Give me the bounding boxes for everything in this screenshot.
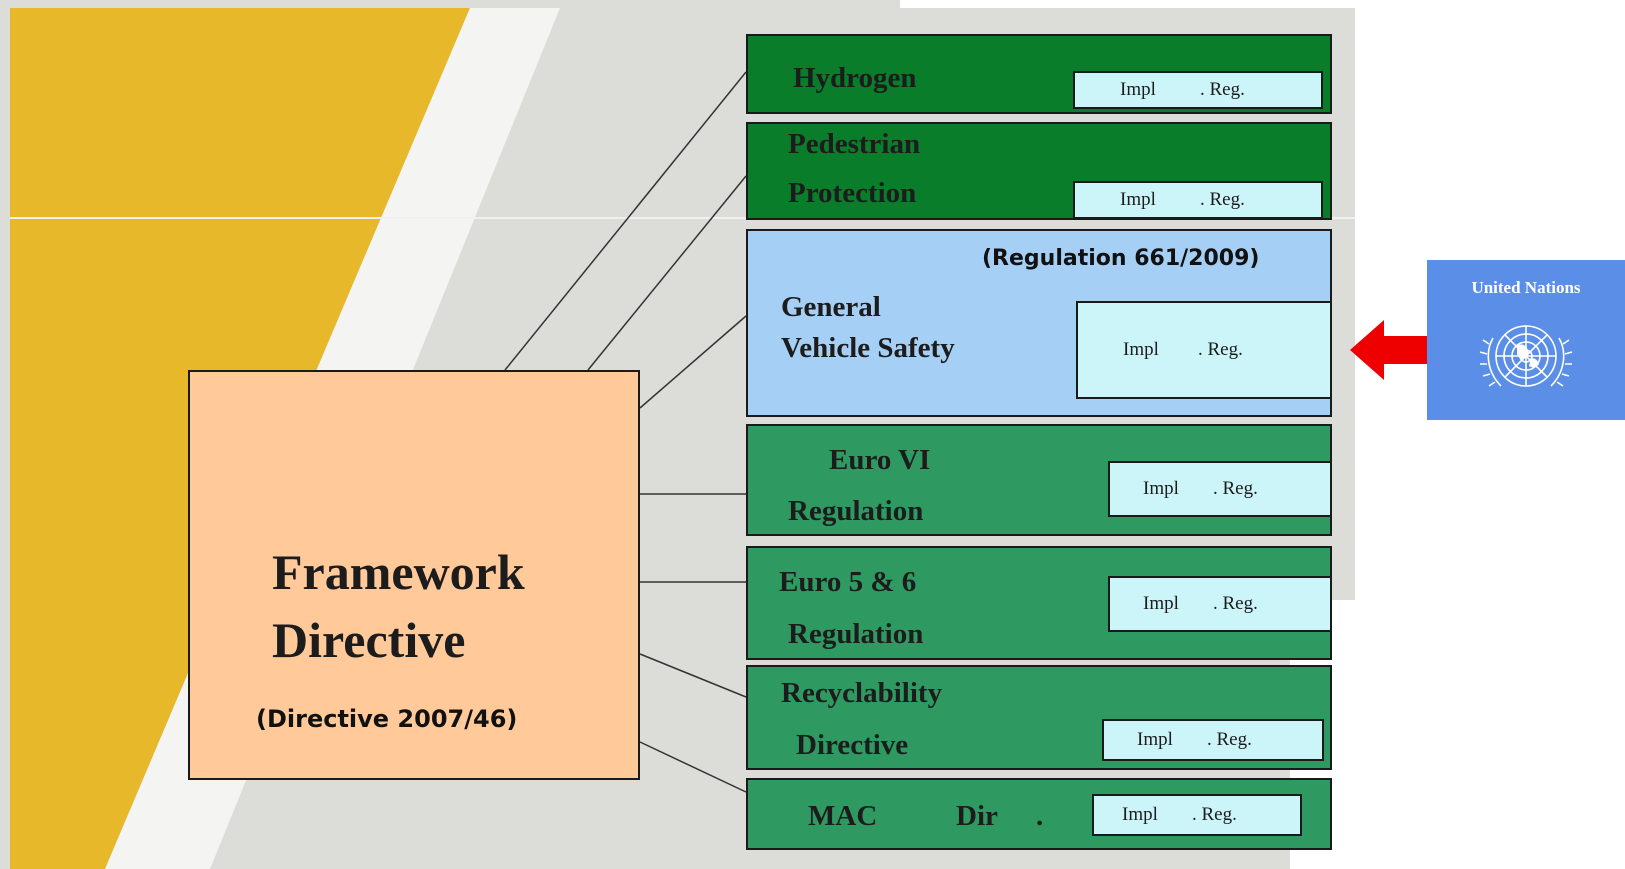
euro-5-6-line1: Euro 5 & 6 bbox=[779, 566, 917, 598]
reg-text: . Reg. bbox=[1207, 729, 1252, 750]
un-emblem-icon bbox=[1479, 325, 1573, 387]
connector-pedestrian bbox=[587, 175, 747, 371]
general-line2: Vehicle Safety bbox=[781, 332, 955, 364]
hydrogen-box: Hydrogen Impl . Reg. bbox=[746, 34, 1332, 114]
hydrogen-impl-reg: Impl . Reg. bbox=[1073, 71, 1323, 109]
recyclability-line1: Recyclability bbox=[781, 677, 943, 709]
pedestrian-impl-reg: Impl . Reg. bbox=[1073, 181, 1323, 219]
reg-text: . Reg. bbox=[1198, 339, 1243, 360]
reg-text: . Reg. bbox=[1200, 189, 1245, 210]
reg-text: . Reg. bbox=[1192, 804, 1237, 825]
impl-text: Impl bbox=[1120, 79, 1156, 100]
regulation-note: (Regulation 661/2009) bbox=[982, 246, 1260, 271]
connector-mac bbox=[639, 741, 747, 793]
connector-hydrogen bbox=[504, 71, 747, 371]
general-line1: General bbox=[781, 291, 881, 323]
reg-text: . Reg. bbox=[1200, 79, 1245, 100]
impl-text: Impl bbox=[1123, 339, 1159, 360]
framework-subtitle: (Directive 2007/46) bbox=[256, 705, 518, 733]
mac-label: MAC bbox=[808, 800, 878, 832]
recyclability-box: Recyclability Directive Impl . Reg. bbox=[746, 665, 1332, 770]
euro-vi-line1: Euro VI bbox=[829, 444, 931, 476]
euro-5-6-box: Euro 5 & 6 Regulation Impl . Reg. bbox=[746, 546, 1332, 660]
general-vehicle-safety-box: (Regulation 661/2009) General Vehicle Sa… bbox=[746, 229, 1332, 417]
mac-impl-reg: Impl . Reg. bbox=[1092, 794, 1302, 836]
pedestrian-line1: Pedestrian bbox=[788, 128, 921, 160]
impl-text: Impl bbox=[1143, 478, 1179, 499]
pedestrian-protection-box: Pedestrian Protection Impl . Reg. bbox=[746, 122, 1332, 220]
un-title: United Nations bbox=[1471, 278, 1581, 297]
reg-text: . Reg. bbox=[1213, 593, 1258, 614]
euro-vi-impl-reg: Impl . Reg. bbox=[1108, 461, 1332, 517]
euro-vi-line2: Regulation bbox=[788, 495, 924, 527]
recyclability-line2: Directive bbox=[796, 729, 909, 761]
euro-5-6-impl-reg: Impl . Reg. bbox=[1108, 576, 1332, 632]
impl-text: Impl bbox=[1143, 593, 1179, 614]
impl-text: Impl bbox=[1120, 189, 1156, 210]
impl-text: Impl bbox=[1122, 804, 1158, 825]
framework-title-line1: Framework bbox=[272, 544, 525, 600]
connector-general bbox=[639, 315, 747, 409]
general-impl-reg: Impl . Reg. bbox=[1076, 301, 1332, 399]
euro-vi-box: Euro VI Regulation Impl . Reg. bbox=[746, 424, 1332, 536]
mac-dir-label: Dir bbox=[956, 800, 998, 832]
connector-lines bbox=[504, 71, 747, 793]
hydrogen-label: Hydrogen bbox=[793, 62, 917, 94]
pedestrian-line2: Protection bbox=[788, 177, 917, 209]
mac-directive-box: MAC Dir . Impl . Reg. bbox=[746, 778, 1332, 850]
connector-recyclability bbox=[639, 653, 747, 698]
united-nations-panel: United Nations bbox=[1427, 260, 1625, 420]
red-arrow bbox=[1350, 320, 1427, 380]
euro-5-6-line2: Regulation bbox=[788, 618, 924, 650]
framework-directive-box: Framework Directive (Directive 2007/46) bbox=[188, 370, 640, 780]
reg-text: . Reg. bbox=[1213, 478, 1258, 499]
recyclability-impl-reg: Impl . Reg. bbox=[1102, 719, 1324, 761]
framework-title-line2: Directive bbox=[272, 612, 466, 668]
impl-text: Impl bbox=[1137, 729, 1173, 750]
mac-dot-label: . bbox=[1036, 800, 1044, 832]
